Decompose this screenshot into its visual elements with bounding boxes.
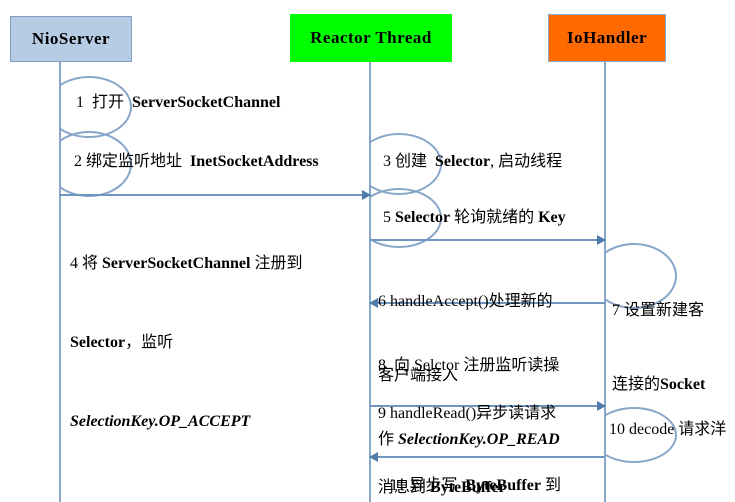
message-arrow-11-iohandler-to-reactor (369, 452, 605, 462)
message-3-text-b: , 启动线程 (490, 153, 563, 170)
participant-label-iohandler: IoHandler (566, 28, 648, 47)
message-label-2: 2 绑定监听地址 InetSocketAddress (74, 150, 319, 173)
message-9-text: 消息到 (378, 478, 431, 496)
message-5-bold-b: Key (538, 209, 566, 226)
arrowhead-icon (369, 452, 378, 462)
message-7-line-2: 连接的Socket (612, 373, 705, 396)
message-1-bold: ServerSocketChannel (132, 94, 281, 111)
message-4-text-c: ，监听 (125, 333, 174, 351)
message-2-text: 2 绑定监听地址 (74, 153, 191, 170)
message-7-text: 连接的 (612, 375, 661, 393)
arrowhead-icon (597, 235, 606, 245)
message-11-text-a: 11 异步写 (390, 477, 466, 495)
message-1-text: 1 打开 (76, 94, 133, 111)
message-5-text-a: 5 (383, 209, 395, 226)
message-label-3: 3 创建 Selector, 启动线程 (383, 150, 562, 173)
message-8-italic: SelectionKey.OP_READ (398, 430, 560, 448)
message-label-10: 10 decode 请求洋 (609, 421, 727, 438)
message-4-italic: SelectionKey.OP_ACCEPT (70, 412, 251, 430)
message-8-line-2: 作 SelectionKey.OP_READ (378, 428, 560, 451)
self-loop-message-2 (60, 131, 132, 197)
message-4-text-b: 注册到 (250, 255, 303, 273)
message-arrow-6-reactor-to-iohandler (370, 235, 606, 245)
message-7-line-1: 7 设置新建客 (612, 302, 705, 320)
self-loop-message-7 (605, 243, 677, 309)
participant-label-reactor: Reactor Thread (310, 28, 432, 47)
message-7-bold: Socket (660, 375, 706, 393)
message-label-1: 1 打开 ServerSocketChannel (76, 91, 280, 114)
participant-box-reactor[interactable]: Reactor Thread (290, 14, 452, 62)
lifeline-nioserver (59, 62, 61, 502)
message-9-line-2: 消息到 ByteBuffer (378, 476, 556, 499)
lifeline-reactor (369, 62, 371, 502)
arrowhead-icon (362, 190, 371, 200)
message-9-line-1: 9 handleRead()异步读请求 (378, 405, 557, 423)
self-loop-message-10 (605, 407, 677, 463)
participant-label-nioserver: NioServer (31, 29, 111, 48)
message-label-11: 11 异步写 ByteBuffer 到 SocketChannel (390, 428, 561, 502)
message-6-line-1: 6 handleAccept()处理新的 (378, 293, 553, 311)
message-2-bold: InetSocketAddress (190, 153, 319, 170)
message-8-text: 作 (378, 430, 399, 448)
message-label-7: 7 设置新建客 连接的Socket (612, 253, 705, 443)
message-11-text-b: 到 (540, 477, 561, 495)
message-4-bold-b: Selector (70, 333, 126, 351)
message-label-4: 4 将 ServerSocketChannel 注册到 Selector，监听 … (70, 206, 302, 479)
arrowhead-icon (369, 298, 378, 308)
message-label-9: 9 handleRead()异步读请求 消息到 ByteBuffer (378, 356, 556, 502)
message-9-bold: ByteBuffer (430, 478, 506, 496)
message-4-text-a: 4 将 (70, 255, 103, 273)
message-3-text-a: 3 创建 (383, 153, 436, 170)
self-loop-message-5 (370, 188, 442, 248)
message-4-line-2: Selector，监听 (70, 331, 302, 354)
message-arrow-8-iohandler-to-reactor (369, 298, 605, 308)
participant-box-nioserver[interactable]: NioServer (10, 16, 132, 62)
message-arrow-9-reactor-to-iohandler (370, 401, 606, 411)
message-5-text-b: 轮询就绪的 (450, 209, 539, 226)
arrowhead-icon (597, 401, 606, 411)
message-label-8: 8 向 Selctor 注册监听读操 作 SelectionKey.OP_REA… (378, 308, 560, 498)
message-5-bold-a: Selector (395, 209, 451, 226)
message-label-5: 5 Selector 轮询就绪的 Key (383, 206, 566, 229)
message-4-line-1: 4 将 ServerSocketChannel 注册到 (70, 252, 302, 275)
message-label-6: 6 handleAccept()处理新的 客户端接入 (378, 244, 553, 434)
message-11-bold-a: ByteBuffer (465, 477, 541, 495)
message-6-line-2: 客户端接入 (378, 366, 459, 384)
message-3-bold: Selector (435, 153, 491, 170)
message-8-line-1: 8 向 Selctor 注册监听读操 (378, 357, 560, 375)
participant-box-iohandler[interactable]: IoHandler (548, 14, 666, 62)
message-4-line-3: SelectionKey.OP_ACCEPT (70, 410, 302, 433)
message-arrow-4-nioserver-to-reactor (60, 190, 371, 200)
message-11-line-1: 11 异步写 ByteBuffer 到 (390, 474, 561, 497)
message-4-bold-a: ServerSocketChannel (102, 255, 251, 273)
